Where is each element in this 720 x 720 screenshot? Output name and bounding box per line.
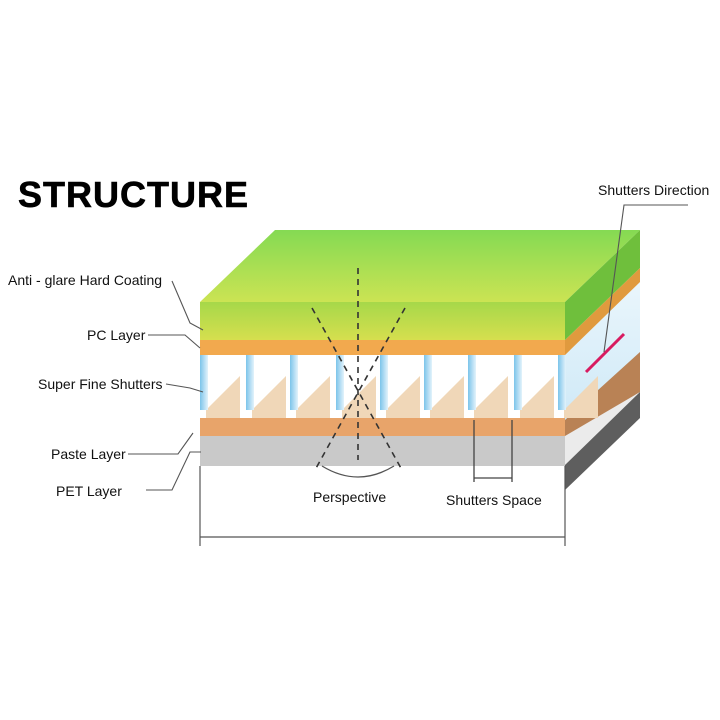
shutter-slat <box>336 355 344 410</box>
shutter-slat <box>424 355 432 410</box>
perspective-arc <box>321 465 395 478</box>
shutter-shadow <box>206 376 240 418</box>
width-dimension <box>199 466 566 546</box>
shutter-shadow <box>386 376 420 418</box>
shutters-direction-mark <box>584 332 626 374</box>
shutters-label: Super Fine Shutters <box>38 376 163 392</box>
shutter-shadow <box>520 376 554 418</box>
shutter-slat <box>514 355 522 410</box>
page-title: STRUCTURE <box>18 174 249 216</box>
shutter-slat <box>290 355 298 410</box>
shutter-shadow <box>430 376 464 418</box>
shutter-shadow <box>296 376 330 418</box>
anti-glare-coating-block <box>200 230 640 340</box>
pc-layer-label: PC Layer <box>87 327 146 343</box>
shutter-region <box>200 282 640 420</box>
shutter-slat <box>558 355 566 410</box>
shutter-slat <box>380 355 388 410</box>
shutter-slat <box>200 355 208 410</box>
shutter-shadow <box>474 376 508 418</box>
perspective-lines <box>311 268 406 471</box>
shutter-shadow <box>252 376 286 418</box>
shutter-slat <box>468 355 476 410</box>
pet-layer-label: PET Layer <box>56 483 122 499</box>
leader-lines <box>128 204 688 491</box>
anti-glare-label: Anti - glare Hard Coating <box>8 272 163 288</box>
paste-layer-label: Paste Layer <box>51 446 126 462</box>
shutter-slat <box>246 355 254 410</box>
shutters-space-bracket <box>473 420 513 482</box>
shutters-direction-label: Shutters Direction <box>598 182 710 198</box>
perspective-label: Perspective <box>313 489 387 505</box>
shutters-space-label: Shutters Space <box>446 492 542 508</box>
shutter-shadow <box>564 376 598 418</box>
